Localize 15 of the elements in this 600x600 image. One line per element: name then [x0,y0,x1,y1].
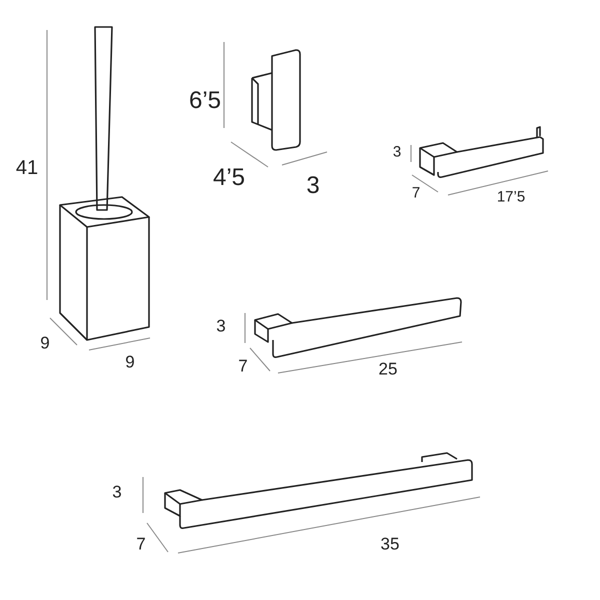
dimension-label: 41 [16,158,38,178]
dimension-label: 25 [378,360,398,378]
dimension-label: 17’5 [496,190,526,204]
dimension-label: 35 [380,536,400,552]
dimension-label: 7 [238,358,248,374]
dimension-label: 3 [306,174,320,198]
dimension-label: 3 [216,318,226,334]
dimension-label: 4’5 [212,166,246,190]
dimension-label: 7 [136,536,146,552]
dimension-label: 3 [112,484,122,500]
dimension-label: 6’5 [188,89,222,113]
dimension-label: 9 [125,354,135,370]
dimension-label: 7 [412,186,420,200]
dimension-label: 3 [392,144,402,160]
dimension-label: 9 [40,334,50,352]
